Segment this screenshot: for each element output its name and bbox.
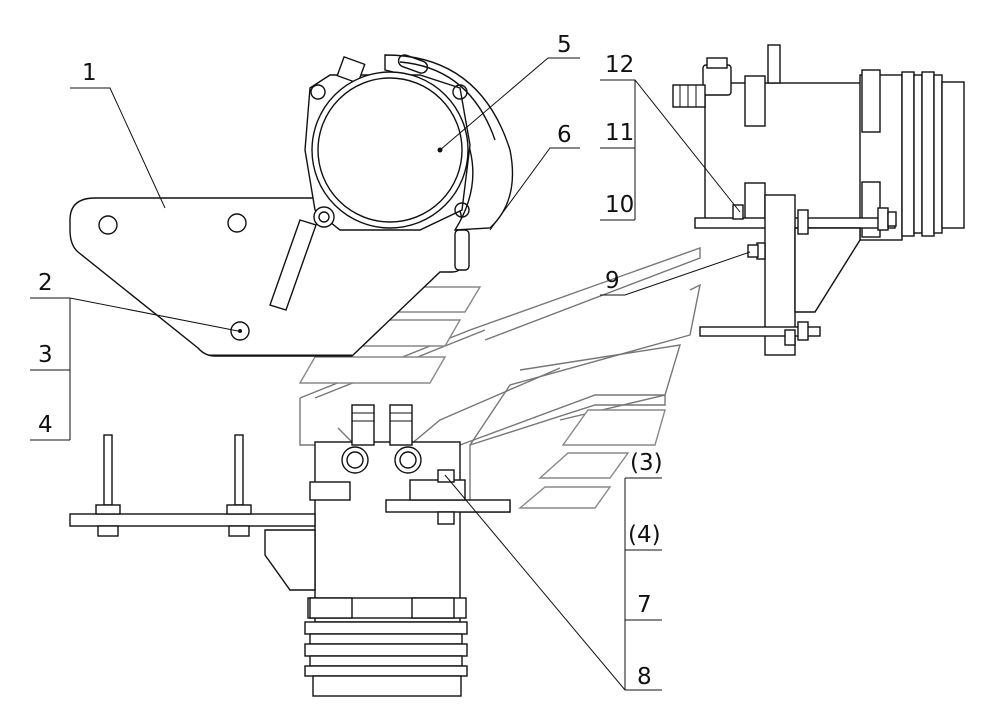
callout-8: 8 — [637, 664, 652, 690]
gray-parallelogram-set-right — [518, 409, 666, 509]
idler-pulley-5 — [304, 55, 471, 231]
bottom-mounting-plate — [69, 434, 511, 537]
callout-6: 6 — [557, 122, 572, 148]
callout-3-parenthetical: (3) — [630, 450, 663, 476]
mounting-hole-2 — [230, 321, 250, 341]
callout-4-parenthetical: (4) — [628, 522, 661, 548]
callout-1: 1 — [82, 60, 97, 86]
callout-4: 4 — [38, 412, 53, 438]
callout-7: 7 — [637, 592, 652, 618]
tension-arm — [269, 219, 317, 311]
callout-12: 12 — [605, 52, 634, 78]
mounting-bracket-1 — [69, 197, 463, 357]
callout-5: 5 — [557, 32, 572, 58]
discharge-fittings — [341, 404, 422, 474]
bracket-plate-top-right — [694, 194, 897, 356]
callout-11: 11 — [605, 120, 634, 146]
compressor-top-right — [672, 44, 965, 241]
callout-2: 2 — [38, 270, 53, 296]
leader-lines — [30, 57, 751, 691]
callout-9: 9 — [605, 268, 620, 294]
callout-3: 3 — [38, 342, 53, 368]
callout-10: 10 — [605, 192, 634, 218]
